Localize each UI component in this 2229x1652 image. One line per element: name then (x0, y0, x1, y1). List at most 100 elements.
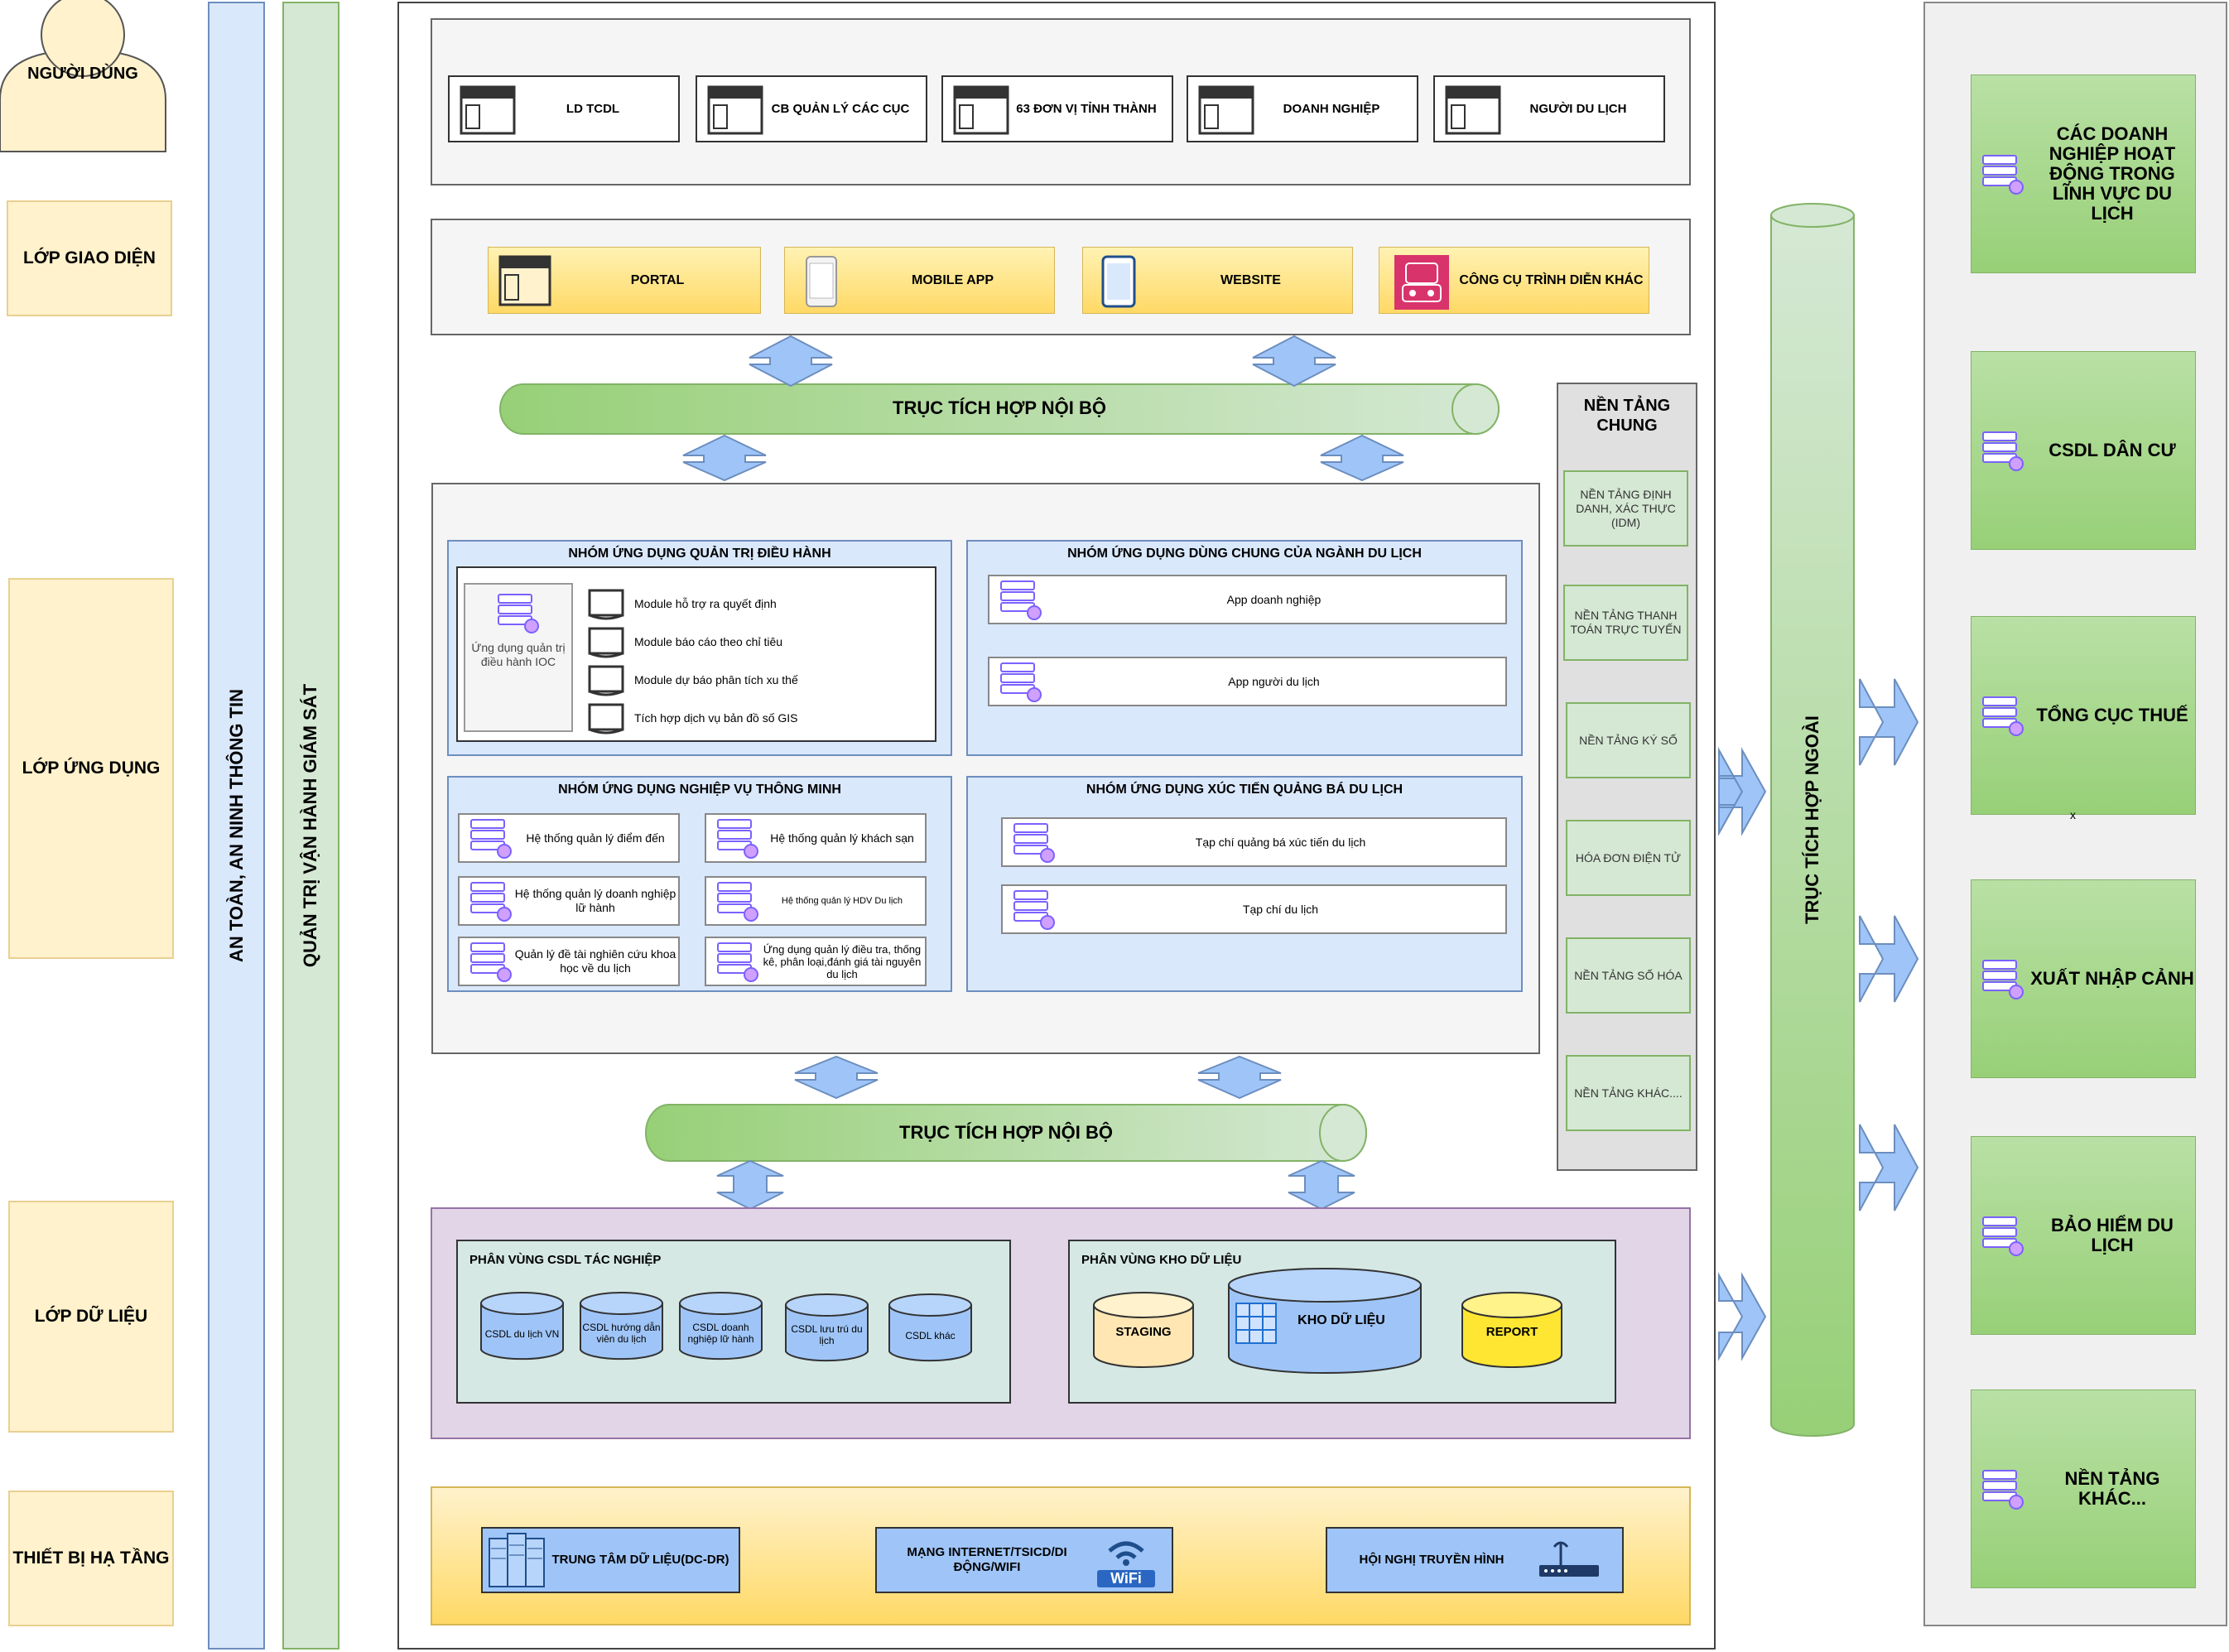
robot-tool-icon (1394, 254, 1449, 310)
operations-bar-label: QUẢN TRỊ VẬN HÀNH GIÁM SÁT (300, 683, 321, 968)
user-card: LD TCDL (448, 75, 680, 142)
staging-label: STAGING (1115, 1325, 1172, 1339)
db-label: CSDL khác (905, 1330, 956, 1341)
user-label: NGƯỜI DÙNG (27, 65, 138, 83)
platform-item: NỀN TẢNG THANH TOÁN TRỰC TUYẾN (1563, 585, 1688, 661)
database-icon (679, 1292, 763, 1361)
internal-bus-bottom-label: TRỤC TÍCH HỢP NỘI BỘ (899, 1122, 1113, 1143)
module-item: Tích hợp dịch vụ bản đồ số GIS (585, 699, 932, 737)
left-right-arrow-icon (1859, 915, 1919, 1003)
db-label: CSDL lưu trú du lịch (791, 1323, 863, 1346)
group-shared: NHÓM ỨNG DỤNG DÙNG CHUNG CỦA NGÀNH DU LỊ… (966, 540, 1523, 756)
server-icon (1000, 662, 1042, 702)
user-card: NGƯỜI DU LỊCH (1433, 75, 1665, 142)
database-icon (480, 1292, 564, 1361)
channel-tools-label: CÔNG CỤ TRÌNH DIỄN KHÁC (1459, 273, 1644, 287)
database-icon (785, 1293, 869, 1362)
module-label: Module dự báo phân tích xu thế (634, 673, 798, 686)
app-label: Hệ thống quản lý điểm đến (526, 831, 665, 845)
server-icon (1982, 155, 2024, 195)
router-icon (1539, 1541, 1599, 1577)
app-label: Hệ thống quản lý doanh nghiệp lữ hành (514, 887, 676, 914)
internal-bus-bottom-cylinder (645, 1104, 1367, 1162)
server-icon (1982, 1470, 2024, 1510)
group-admin-title: NHÓM ỨNG DỤNG QUẢN TRỊ ĐIỀU HÀNH (568, 547, 831, 561)
user-person-icon (0, 0, 166, 152)
app-label: Hệ thống quản lý khách sạn (770, 831, 914, 845)
app-box: App người du lịch (988, 657, 1507, 706)
infra-dc: TRUNG TÂM DỮ LIỆU(DC-DR) (481, 1527, 740, 1593)
external-system: CSDL DÂN CƯ (1971, 351, 2196, 550)
portal-window-icon (498, 255, 551, 306)
channel-portal-label: PORTAL (630, 273, 685, 287)
left-right-arrow-icon (1859, 1124, 1919, 1211)
server-icon (498, 594, 539, 633)
server-icon (1982, 431, 2024, 471)
external-system: XUẤT NHẬP CẢNH (1971, 879, 2196, 1078)
external-bus-label: TRỤC TÍCH HỢP NGOÀI (1802, 715, 1822, 924)
window-icon (1198, 85, 1254, 134)
infra-dc-label: TRUNG TÂM DỮ LIỆU(DC-DR) (551, 1553, 729, 1567)
infra-conference-label: HỘI NGHỊ TRUYỀN HÌNH (1359, 1553, 1504, 1567)
app-box: Tạp chí quảng bá xúc tiến du lịch (1001, 817, 1507, 867)
module-label: Tích hợp dịch vụ bản đồ số GIS (634, 711, 798, 725)
layer-data: LỚP DỮ LIỆU (8, 1201, 174, 1433)
layer-presentation: LỚP GIAO DIỆN (7, 200, 172, 316)
external-system: BẢO HIỂM DU LỊCH (1971, 1136, 2196, 1335)
document-icon (588, 589, 624, 620)
server-icon (717, 942, 758, 982)
external-system-label: BẢO HIỂM DU LỊCH (2051, 1215, 2174, 1255)
group-smart-title: NHÓM ỨNG DỤNG NGHIỆP VỤ THÔNG MINH (558, 783, 841, 797)
app-box: Hệ thống quản lý điểm đến (458, 813, 680, 863)
external-system-label: NỀN TẢNG KHÁC... (2064, 1468, 2160, 1509)
infra-network-label: MẠNG INTERNET/TSICD/DI ĐỘNG/WIFI (907, 1545, 1067, 1574)
layer-infrastructure: THIẾT BỊ HẠ TẦNG (8, 1491, 174, 1626)
app-label: Tạp chí quảng bá xúc tiến du lịch (1195, 835, 1366, 849)
external-system-label: TỔNG CỤC THUẾ (2036, 705, 2188, 725)
operations-bar: QUẢN TRỊ VẬN HÀNH GIÁM SÁT (282, 2, 339, 1650)
app-box: Tạp chí du lịch (1001, 884, 1507, 934)
module-label: Module báo cáo theo chỉ tiêu (634, 635, 783, 648)
user-card-label: 63 ĐƠN VỊ TỈNH THÀNH (1016, 101, 1157, 116)
external-system-label: XUẤT NHẬP CẢNH (2030, 968, 2194, 989)
server-icon (1982, 1216, 2024, 1256)
database-icon (888, 1293, 972, 1362)
platform-item: NỀN TẢNG KHÁC.... (1566, 1055, 1691, 1131)
up-down-arrow-icon (1252, 335, 1336, 388)
db-label: CSDL du lịch VN (484, 1328, 560, 1340)
external-system-label: CÁC DOANH NGHIỆP HOẠT ĐỘNG TRONG LĨNH VỰ… (2048, 123, 2176, 224)
app-box: Hệ thống quản lý doanh nghiệp lữ hành (458, 876, 680, 926)
user-card-label: LD TCDL (566, 101, 620, 116)
user-card-label: CB QUẢN LÝ CÁC CỤC (771, 101, 910, 116)
internal-bus-top-label: TRỤC TÍCH HỢP NỘI BỘ (893, 397, 1106, 418)
report-label: REPORT (1485, 1325, 1538, 1339)
server-icon (470, 819, 512, 859)
module-item: Module dự báo phân tích xu thế (585, 661, 932, 699)
user-card: CB QUẢN LÝ CÁC CỤC (696, 75, 927, 142)
app-box: App doanh nghiệp (988, 575, 1507, 624)
warehouse-cylinder: KHO DỮ LIỆU (1228, 1267, 1422, 1375)
wifi-waves-icon (1108, 1541, 1144, 1566)
stray-mark: x (2070, 808, 2076, 821)
window-icon (460, 85, 516, 134)
up-down-arrow-icon (1197, 1055, 1282, 1100)
platform-item: NỀN TẢNG ĐỊNH DANH, XÁC THỰC (IDM) (1563, 470, 1688, 547)
up-down-arrow-icon (749, 335, 833, 388)
left-right-arrow-icon (1859, 678, 1919, 766)
app-box: Hệ thống quản lý HDV Du lịch (705, 876, 927, 926)
warehouse-label: KHO DỮ LIỆU (1297, 1313, 1385, 1327)
app-label: Hệ thống quản lý HDV Du lịch (781, 895, 903, 906)
security-bar-label: AN TOÀN, AN NINH THÔNG TIN (225, 689, 247, 962)
layer-application: LỚP ỨNG DỤNG (8, 578, 174, 959)
group-shared-title: NHÓM ỨNG DỤNG DÙNG CHUNG CỦA NGÀNH DU LỊ… (1067, 547, 1422, 561)
left-right-arrow-icon (1718, 747, 1767, 836)
external-system: TỔNG CỤC THUẾ (1971, 616, 2196, 815)
ioc-label: Ứng dụng quản trị điều hành IOC (471, 641, 566, 668)
server-icon (717, 819, 758, 859)
channel-website-label: WEBSITE (1220, 273, 1281, 287)
db-cylinder: CSDL doanh nghiệp lữ hành (679, 1292, 763, 1361)
window-icon (1445, 85, 1501, 134)
platform-item: HÓA ĐƠN ĐIỆN TỬ (1566, 820, 1691, 896)
up-down-arrow-icon (682, 434, 767, 482)
